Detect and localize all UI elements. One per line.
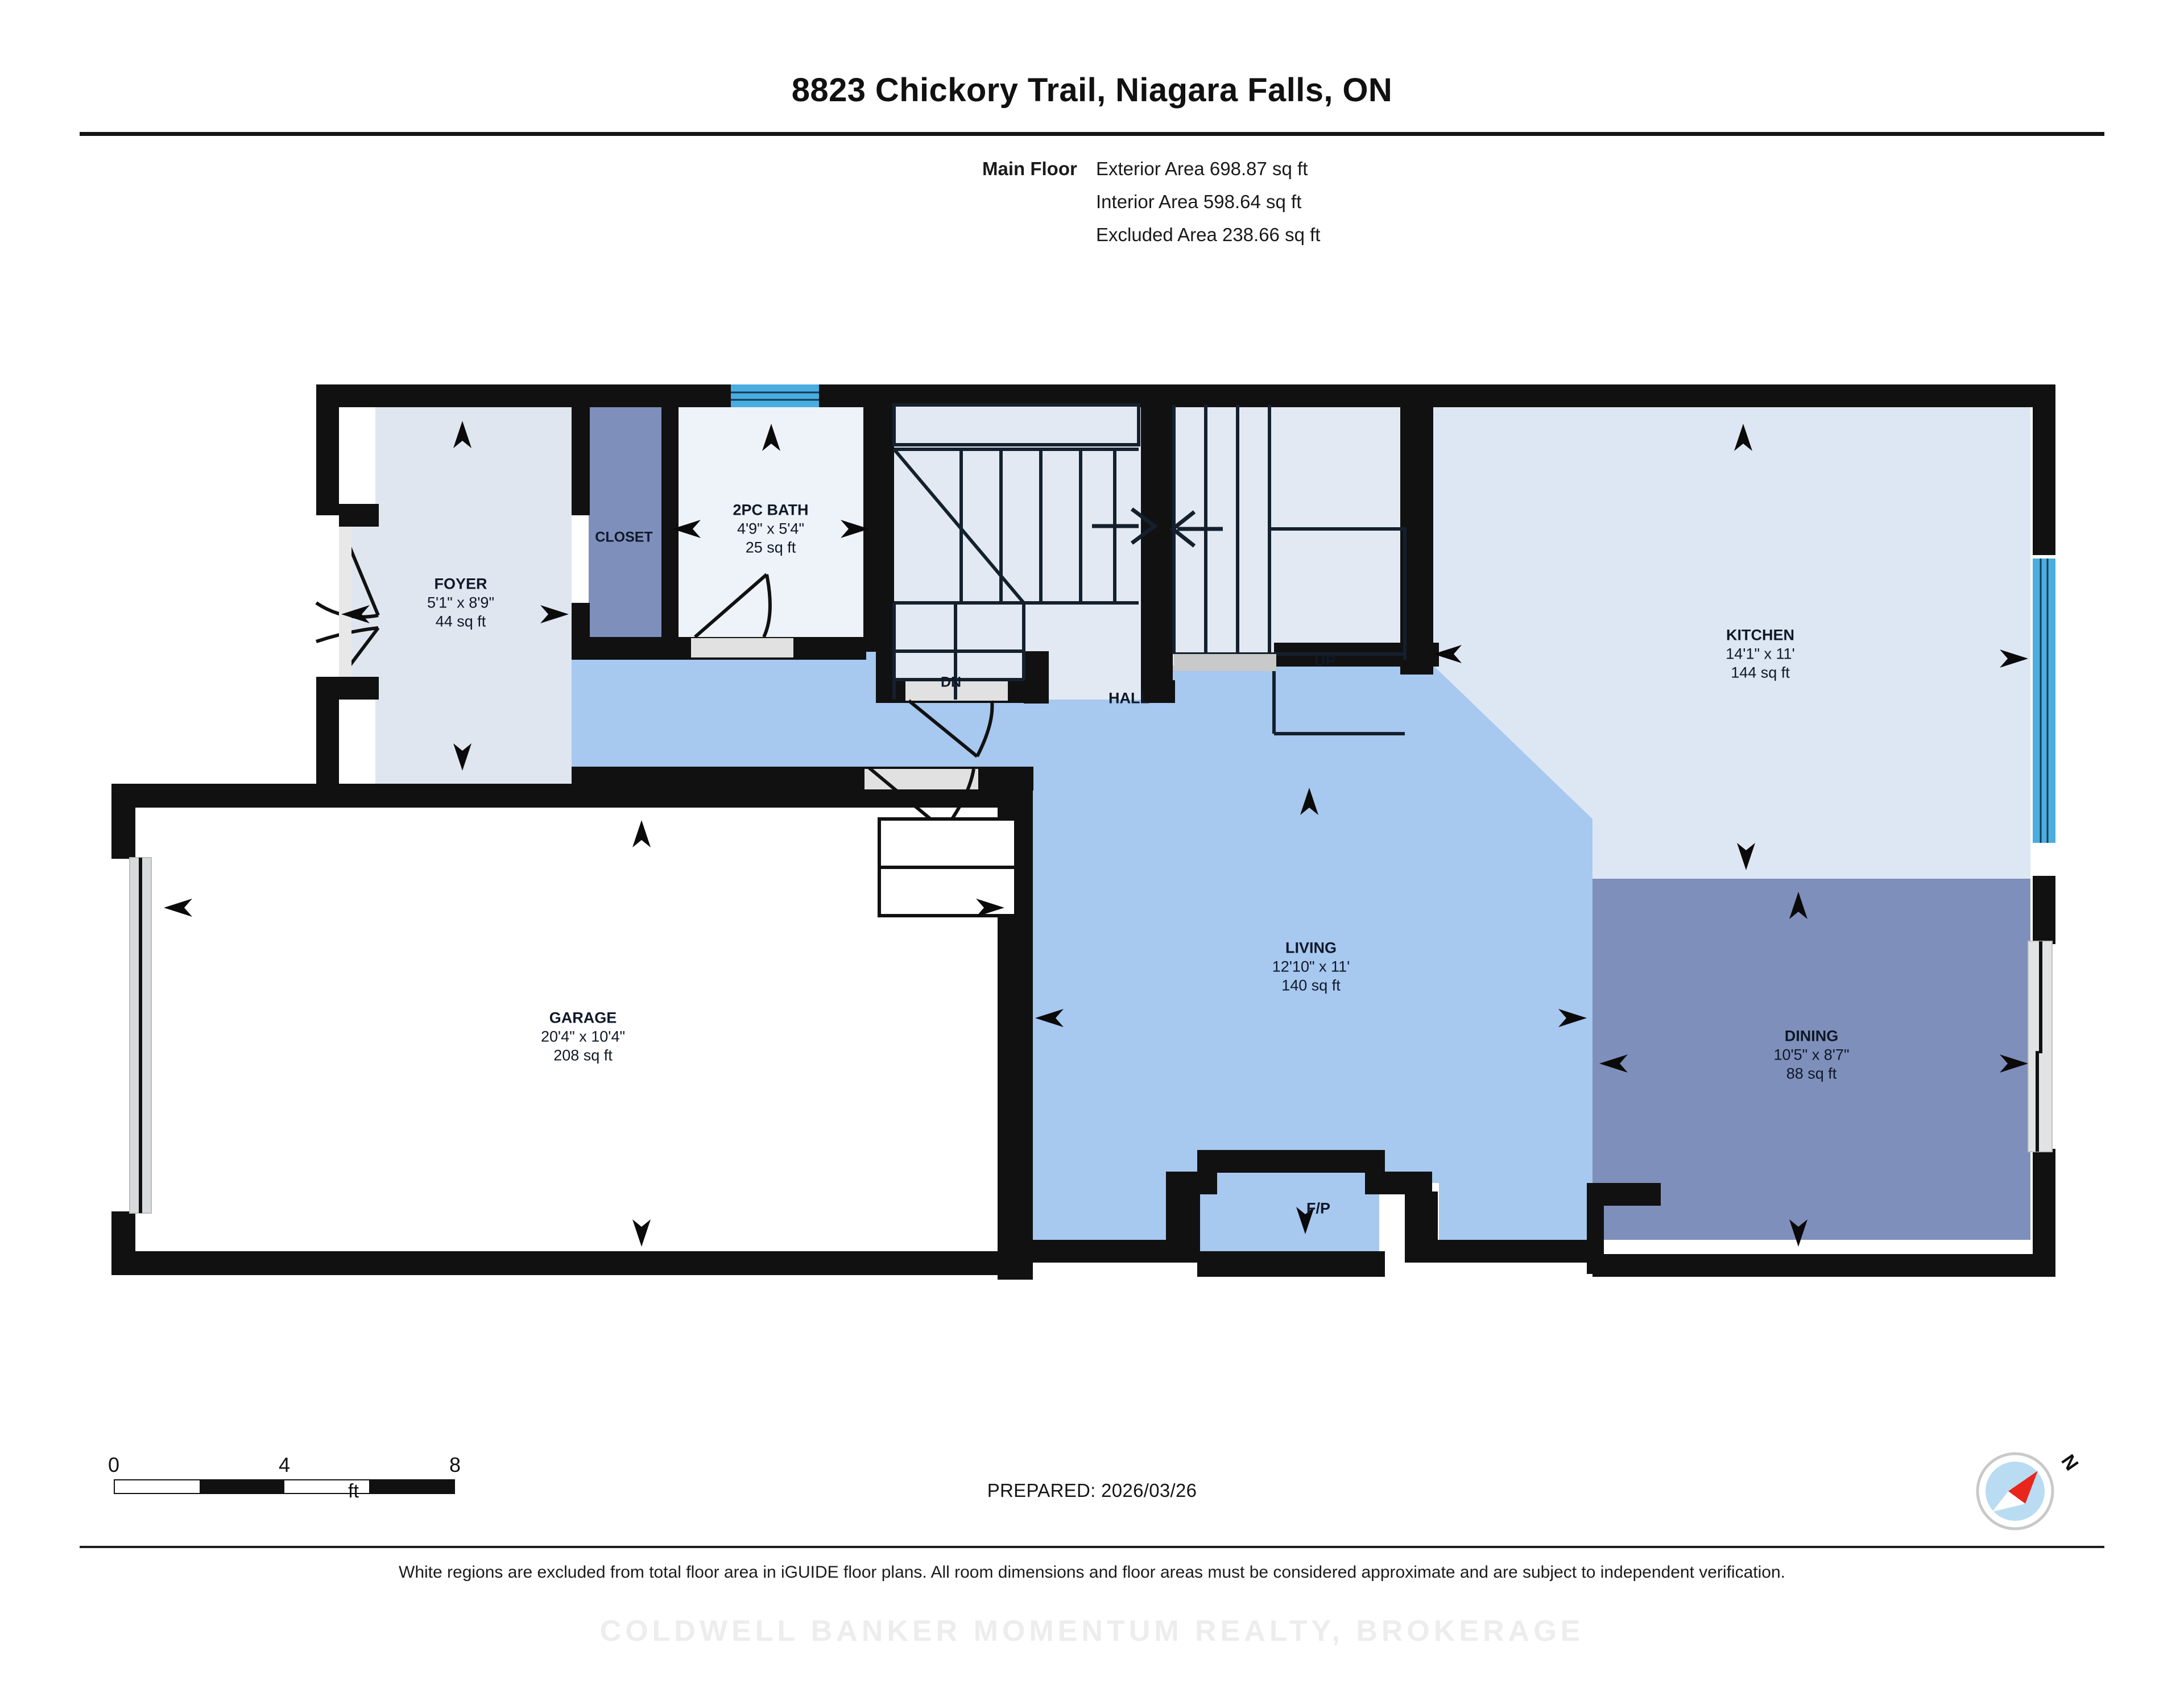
stairwell-up-fill [1172, 404, 1410, 665]
excluded-area-value: Excluded Area 238.66 sq ft [1096, 224, 1321, 245]
room-label-kitchen: KITCHEN 14'1" x 11' 144 sq ft [1726, 626, 1794, 682]
door-bath [691, 573, 793, 657]
stairwell-down-fill [893, 404, 1143, 700]
compass-north-label: N [2057, 1451, 2082, 1475]
window-kitchen-right [2033, 558, 2055, 843]
scale-units-label: ft [348, 1480, 359, 1502]
compass-rose: N [1965, 1428, 2096, 1541]
floor-label: Main Floor [982, 158, 1077, 179]
brokerage-watermark: COLDWELL BANKER MOMENTUM REALTY, BROKERA… [599, 1615, 1585, 1648]
marker-hall: HALL [1108, 689, 1149, 707]
compass-needle-north [2008, 1471, 2038, 1504]
room-name-living: LIVING [1285, 939, 1337, 957]
page-title: 8823 Chickory Trail, Niagara Falls, ON [791, 72, 1393, 109]
scale-segment [200, 1480, 284, 1493]
door-dining-patio [2028, 941, 2053, 1152]
room-label-living: LIVING 12'10" x 11' 140 sq ft [1272, 939, 1350, 995]
floor-area-summary: Main Floor Exterior Area 698.87 sq ft Int… [982, 152, 1320, 251]
stairs-down [892, 403, 1158, 700]
marker-down: DN [940, 674, 962, 690]
room-name-closet: CLOSET [595, 529, 653, 545]
door-garage-interior [864, 766, 978, 832]
room-dimensions-garage: 20'4" x 10'4" [540, 1028, 626, 1045]
room-name-bath: 2PC BATH [733, 501, 809, 519]
room-dimensions-foyer: 5'1" x 8'9" [427, 594, 495, 611]
room-fill-closet [589, 404, 663, 637]
disclaimer-text: White regions are excluded from total fl… [399, 1563, 1785, 1582]
door-garage-left [129, 857, 152, 1214]
room-area-garage: 208 sq ft [553, 1046, 613, 1064]
stairs-up [1169, 405, 1407, 735]
room-dimensions-kitchen: 14'1" x 11' [1726, 645, 1795, 663]
compass-needle-south [1992, 1491, 2025, 1512]
room-label-bath: 2PC BATH 4'9" x 5'4" 25 sq ft [733, 501, 808, 557]
room-area-foyer: 44 sq ft [435, 613, 486, 630]
room-area-dining: 88 sq ft [1786, 1065, 1837, 1082]
room-area-bath: 25 sq ft [745, 539, 796, 556]
room-label-closet: CLOSET [595, 529, 652, 547]
floor-area-row-exterior: Main Floor Exterior Area 698.87 sq ft [982, 152, 1320, 185]
door-foyer-sill [339, 527, 351, 677]
room-label-foyer: FOYER 5'1" x 8'9" 44 sq ft [427, 575, 494, 631]
marker-up: UP [1314, 652, 1336, 669]
window-bath-top [731, 384, 819, 407]
scale-tick-8: 8 [449, 1453, 461, 1476]
scale-tick-labels: 0 4 8 [108, 1453, 478, 1479]
door-basement [905, 681, 1008, 758]
room-name-foyer: FOYER [434, 575, 487, 593]
room-dimensions-living: 12'10" x 11' [1272, 958, 1350, 975]
interior-area-value: Interior Area 598.64 sq ft [1096, 191, 1302, 212]
exterior-area-value: Exterior Area 698.87 sq ft [1096, 158, 1308, 179]
scale-tick-4: 4 [278, 1453, 291, 1476]
room-label-garage: GARAGE 20'4" x 10'4" 208 sq ft [541, 1009, 625, 1065]
garage-door-panels [878, 817, 1017, 917]
room-dimensions-dining: 10'5" x 8'7" [1773, 1046, 1850, 1064]
scale-bar-graphic [114, 1479, 455, 1494]
room-name-garage: GARAGE [549, 1009, 617, 1027]
room-fill-fireplace [1197, 1172, 1379, 1274]
floor-area-row-interior: Interior Area 598.64 sq ft [982, 185, 1320, 218]
scale-bar: 0 4 8 [108, 1453, 478, 1494]
room-fill-hall-living [572, 651, 1592, 1240]
title-divider [80, 132, 2104, 136]
prepared-date: PREPARED: 2026/03/26 [987, 1480, 1197, 1501]
walls [111, 384, 2055, 1280]
room-name-dining: DINING [1784, 1027, 1839, 1045]
room-label-dining: DINING 10'5" x 8'7" 88 sq ft [1773, 1027, 1849, 1083]
scale-tick-0: 0 [107, 1453, 120, 1476]
footer-divider [80, 1546, 2104, 1548]
room-area-kitchen: 144 sq ft [1731, 664, 1790, 681]
view-direction-arrows [164, 421, 2028, 1247]
room-area-living: 140 sq ft [1281, 977, 1341, 994]
marker-fireplace: F/P [1306, 1199, 1331, 1217]
scale-segment [369, 1480, 454, 1493]
room-dimensions-bath: 4'9" x 5'4" [737, 520, 805, 537]
room-name-kitchen: KITCHEN [1726, 626, 1794, 644]
door-foyer-entry [315, 526, 380, 678]
floor-area-row-excluded: Excluded Area 238.66 sq ft [982, 218, 1320, 251]
